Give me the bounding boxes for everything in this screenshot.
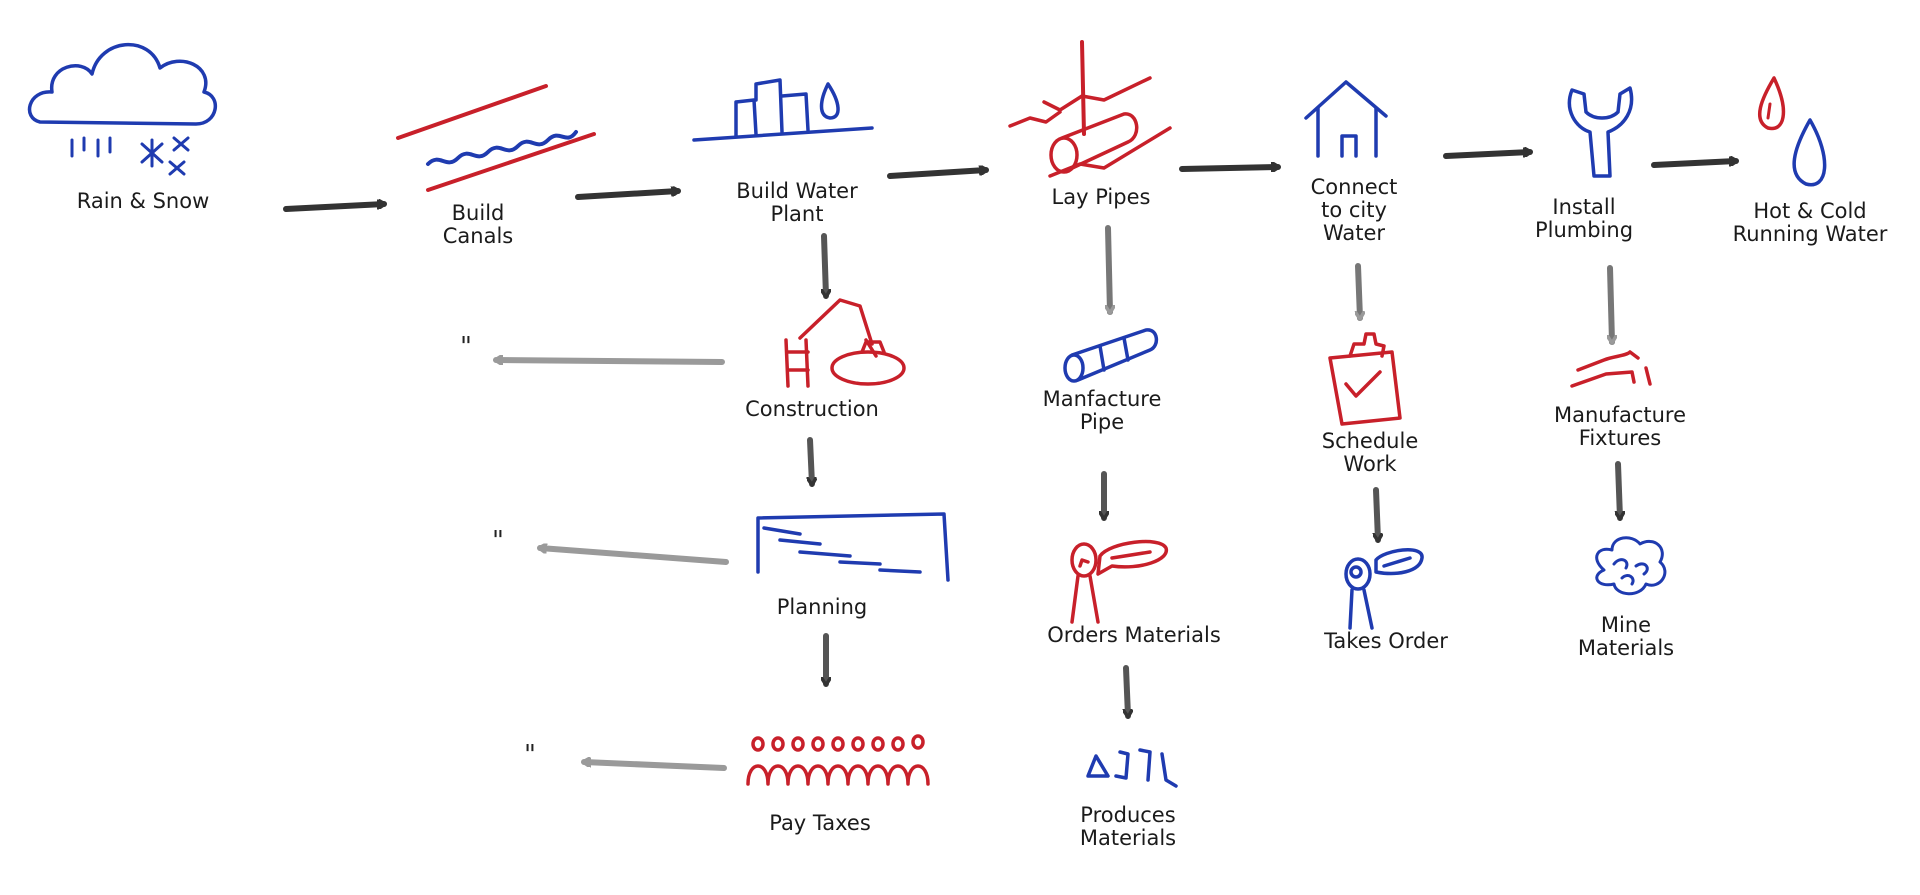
water-drops-icon [1760, 78, 1825, 185]
arrow-orders-to-produces [1126, 668, 1128, 716]
arrow-pipes-to-connect [1182, 167, 1278, 169]
arrow-connect-to-plumbing [1446, 152, 1530, 156]
excavator-icon [786, 300, 904, 386]
house-icon [1306, 82, 1386, 156]
person-listening-icon [1346, 550, 1422, 628]
arrow-construction-left [496, 360, 722, 362]
water-plant-icon [694, 80, 872, 140]
arrow-construction-to-planning [810, 440, 812, 484]
crowd-icon [748, 736, 928, 784]
label-construction: Construction [745, 398, 879, 421]
ore-rocks-icon [1597, 538, 1665, 594]
canal-water-icon [398, 86, 594, 190]
arrow-canals-to-plant [578, 191, 678, 197]
clipboard-check-icon [1330, 334, 1400, 424]
label-planning: Planning [777, 596, 867, 619]
blueprint-icon [758, 514, 948, 580]
wrench-icon [1569, 88, 1631, 176]
arrow-planning-left [540, 548, 726, 562]
label-pay-taxes: Pay Taxes [769, 812, 871, 835]
cloud-rain-snow-icon [30, 45, 216, 174]
arrow-plumbing-to-water [1654, 161, 1736, 165]
arrow-taxes-left [584, 762, 724, 768]
label-lay-pipes: Lay Pipes [1052, 186, 1151, 209]
arrow-fixtures-to-mine [1618, 464, 1620, 518]
arrow-pipes-to-manufacture [1108, 228, 1110, 312]
arrow-plant-to-construction [824, 236, 826, 296]
pipe-icon [1065, 330, 1156, 381]
ditto-mark-taxes: " [524, 742, 536, 768]
arrow-plant-to-pipes [890, 170, 986, 176]
label-rain-snow: Rain & Snow [77, 190, 210, 213]
arrow-plumbing-to-fixtures [1610, 268, 1612, 342]
arrow-connect-to-schedule [1358, 266, 1360, 318]
ditto-mark-planning: " [492, 528, 504, 554]
arrow-schedule-to-takes [1376, 490, 1378, 540]
faucet-icon [1572, 352, 1650, 386]
label-takes-orders: Takes Order [1324, 630, 1448, 653]
pipe-in-ground-icon [1010, 42, 1170, 176]
arrow-rain-to-canals [286, 204, 384, 209]
label-orders-materials: Orders Materials [1047, 624, 1221, 647]
raw-materials-icon [1088, 750, 1176, 786]
person-speaking-icon [1072, 542, 1166, 622]
ditto-mark-construction: " [460, 334, 472, 360]
